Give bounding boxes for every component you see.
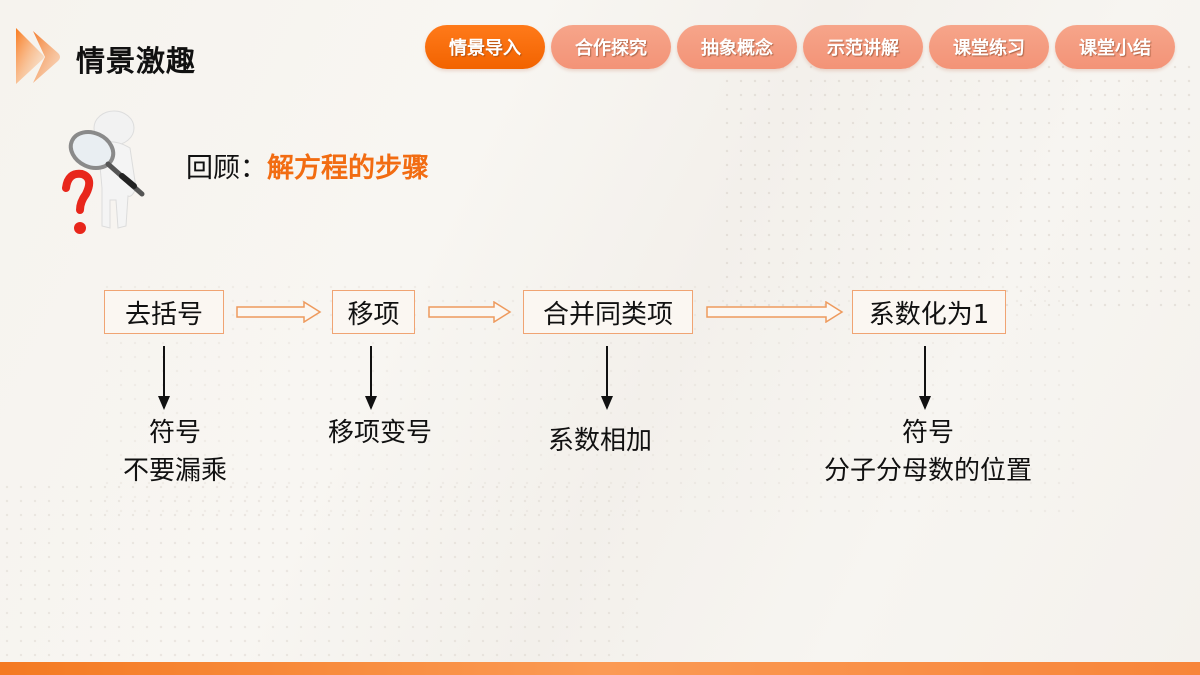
note-line: 移项变号 bbox=[327, 418, 432, 448]
dot-pattern bbox=[720, 60, 1200, 315]
note-remove-brackets: 符号 不要漏乘 bbox=[100, 414, 250, 490]
review-prefix: 回顾： bbox=[186, 153, 267, 184]
tab-demonstration[interactable]: 示范讲解 bbox=[803, 25, 923, 69]
note-combine-like-terms: 系数相加 bbox=[520, 422, 680, 460]
step-coefficient-to-one: 系数化为1 bbox=[852, 290, 1006, 334]
step-combine-like-terms: 合并同类项 bbox=[523, 290, 693, 334]
step-transpose: 移项 bbox=[332, 290, 415, 334]
tab-scene-intro[interactable]: 情景导入 bbox=[425, 25, 545, 69]
review-heading: 回顾：解方程的步骤 bbox=[186, 146, 429, 185]
arrow-down-icon bbox=[601, 346, 613, 410]
page-title: 情景激趣 bbox=[76, 44, 197, 78]
tab-class-practice[interactable]: 课堂练习 bbox=[929, 25, 1049, 69]
arrow-down-icon bbox=[158, 346, 170, 410]
dot-pattern bbox=[0, 480, 640, 661]
note-line: 不要漏乘 bbox=[122, 456, 227, 486]
footer-bar bbox=[0, 662, 1200, 675]
arrow-down-icon bbox=[919, 346, 931, 410]
tab-abstract-concept[interactable]: 抽象概念 bbox=[677, 25, 797, 69]
note-line: 分子分母数的位置 bbox=[823, 456, 1032, 486]
tab-class-summary[interactable]: 课堂小结 bbox=[1055, 25, 1175, 69]
arrow-right-icon bbox=[428, 301, 512, 323]
tab-cooperative-inquiry[interactable]: 合作探究 bbox=[551, 25, 671, 69]
arrow-down-icon bbox=[365, 346, 377, 410]
double-chevron-right-icon bbox=[16, 28, 60, 84]
note-coefficient-to-one: 符号 分子分母数的位置 bbox=[800, 414, 1056, 490]
step-remove-brackets: 去括号 bbox=[104, 290, 224, 334]
review-topic: 解方程的步骤 bbox=[267, 153, 429, 184]
note-line: 符号 bbox=[901, 418, 954, 448]
note-transpose: 移项变号 bbox=[300, 414, 460, 452]
arrow-right-icon bbox=[236, 301, 322, 323]
note-line: 符号 bbox=[148, 418, 201, 448]
magnifier-person-question-icon bbox=[62, 110, 145, 234]
note-line: 系数相加 bbox=[547, 426, 652, 456]
section-tabs: 情景导入 合作探究 抽象概念 示范讲解 课堂练习 课堂小结 bbox=[425, 25, 1175, 69]
arrow-right-icon bbox=[706, 301, 844, 323]
